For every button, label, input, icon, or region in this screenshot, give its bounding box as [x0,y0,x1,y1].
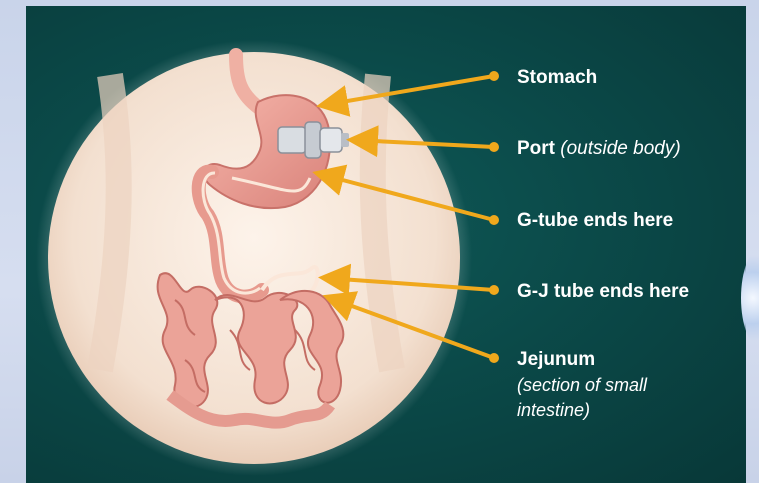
label-port-note: (outside body) [560,138,680,159]
label-jejunum-desc-1: (section of small [517,373,647,397]
label-port-name: Port [517,138,555,159]
label-jejunum-desc-2: intestine) [517,398,590,422]
label-gjtube: G-J tube ends here [517,280,689,304]
label-gtube: G-tube ends here [517,209,673,233]
label-port: Port (outside body) [517,137,681,161]
callout-dots [489,71,499,363]
port-device [278,122,349,158]
label-jejunum: Jejunum [517,348,595,372]
label-stomach: Stomach [517,66,597,90]
